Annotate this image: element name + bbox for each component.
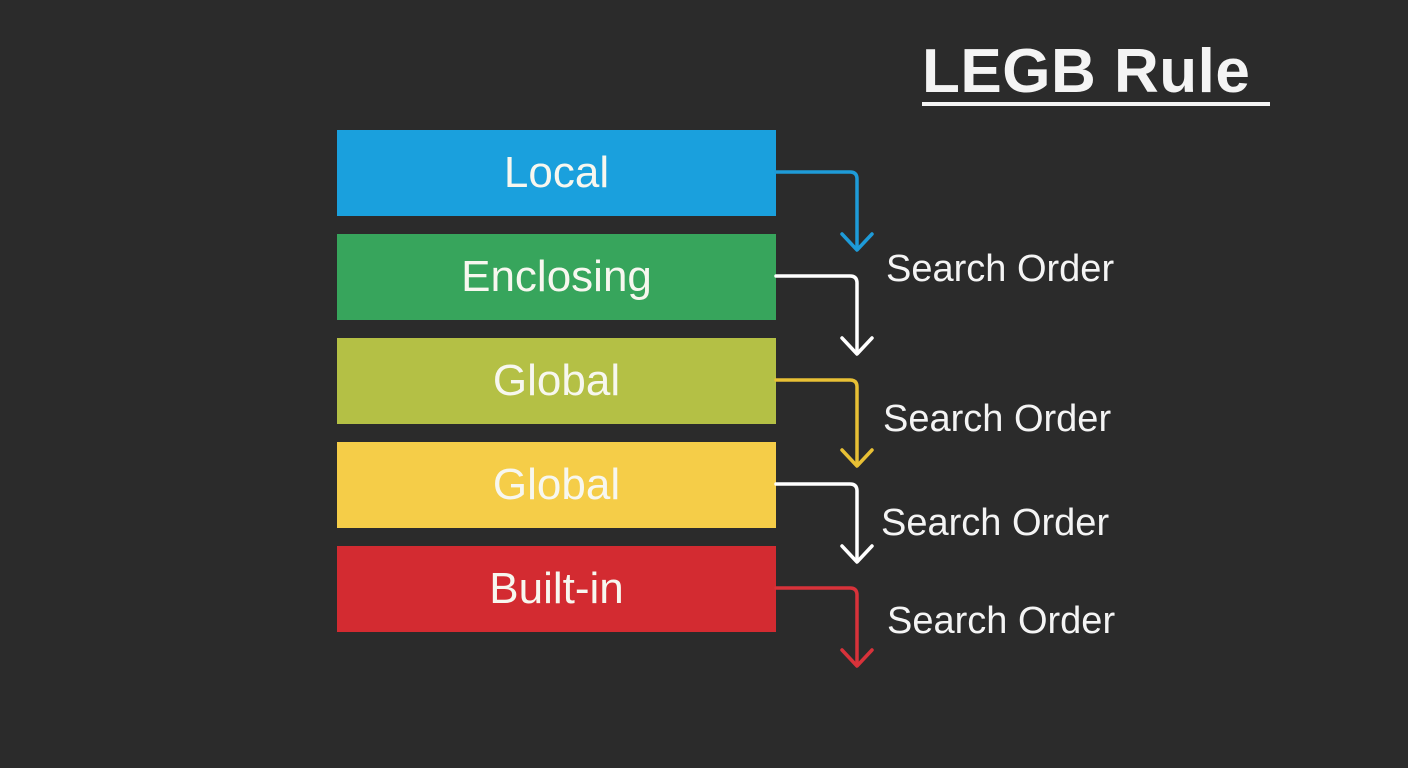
scope-bar-global: Global — [337, 338, 776, 424]
search-order-label: Search Order — [881, 502, 1110, 544]
arrow-down-icon — [774, 586, 874, 668]
scope-label-global: Global — [492, 356, 621, 405]
arrow-down-icon — [774, 170, 874, 252]
search-order-label: Search Order — [886, 248, 1115, 290]
scope-bar-enclosing: Enclosing — [337, 234, 776, 320]
scope-bar-global-2: Global — [337, 442, 776, 528]
scope-label-builtin: Built-in — [489, 564, 624, 613]
scope-label-global-2: Global — [492, 460, 621, 509]
diagram-title: LEGB Rule — [922, 37, 1251, 106]
arrow-down-icon — [774, 482, 874, 564]
arrow-down-icon — [774, 274, 874, 356]
scope-label-local: Local — [503, 148, 610, 197]
search-order-label: Search Order — [883, 398, 1112, 440]
arrow-down-icon — [774, 378, 874, 468]
search-order-label: Search Order — [887, 600, 1116, 642]
scope-label-enclosing: Enclosing — [461, 252, 652, 301]
scope-bar-builtin: Built-in — [337, 546, 776, 632]
scope-bar-local: Local — [337, 130, 776, 216]
title-underline — [922, 102, 1270, 106]
